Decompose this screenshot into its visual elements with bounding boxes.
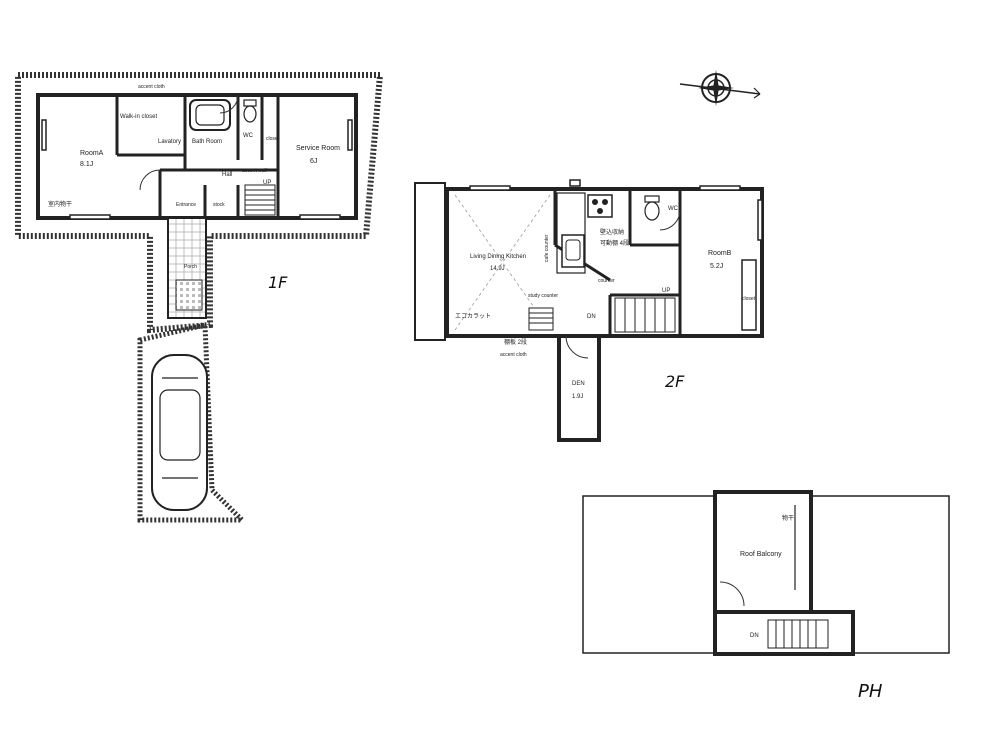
den-room	[557, 334, 601, 442]
toilet-icon	[243, 99, 257, 123]
toilet-icon	[644, 195, 660, 221]
floor-ph: Roof Balcony DN 物干 PH	[582, 490, 950, 702]
entrance-label: Entrance	[176, 202, 196, 208]
ldk-size: 14.9J	[490, 266, 505, 272]
room-a-size: 8.1J	[80, 161, 93, 168]
wc-2f-label: WC	[668, 206, 679, 212]
roof-balcony-label: Roof Balcony	[740, 551, 782, 558]
floor-2f: Living Dining Kitchen 14.9J cafe counter…	[414, 179, 764, 442]
cafe-counter-label: cafe counter	[544, 234, 550, 262]
stairs-ph	[767, 619, 829, 649]
walk-in-closet-label: Walk-in closet	[120, 114, 157, 120]
service-room-size: 6J	[310, 158, 317, 165]
dn-2f-label: DN	[587, 314, 596, 320]
porch-label: Porch	[184, 264, 197, 270]
porch-block	[175, 279, 203, 311]
bath-room-label: Bath Room	[192, 139, 222, 145]
den-label: DEN	[572, 381, 585, 387]
room-b-label: RoomB	[708, 250, 732, 257]
closet-1f-label: closet	[266, 136, 280, 142]
closet-2f-label: closet	[742, 296, 756, 302]
room-b-size: 5.2J	[710, 263, 723, 270]
bathtub-icon	[189, 99, 231, 131]
balcony-2f	[414, 182, 446, 341]
driveway	[137, 321, 249, 523]
wc-1f-label: WC	[243, 133, 254, 139]
stairs-1f	[244, 184, 276, 216]
accent-wall-label: accent wall	[242, 168, 267, 174]
accent-cloth-2f-label: accent cloth	[500, 352, 527, 358]
indoor-drying-label: 室内物干	[48, 200, 72, 208]
stove-icon	[587, 194, 613, 218]
car-icon	[151, 354, 208, 511]
accent-cloth-1f-label: accent cloth	[138, 84, 165, 90]
hall-label: Hall	[222, 172, 232, 178]
den-size: 1.9J	[572, 394, 583, 400]
room-a-label: RoomA	[80, 150, 104, 157]
floor-1f: RoomA 8.1J Walk-in closet Lavatory Bath …	[15, 72, 384, 523]
kitchen-counter	[556, 192, 586, 274]
dn-ph-label: DN	[750, 633, 759, 639]
sink-icon	[561, 234, 585, 268]
ldk-label: Living Dining Kitchen	[470, 254, 526, 260]
up-2f-label: UP	[662, 288, 670, 294]
stairs-2f	[528, 297, 676, 333]
drying-label: 物干	[782, 514, 794, 522]
lot-boundary-1f	[15, 72, 384, 334]
service-room-label: Service Room	[296, 145, 340, 152]
study-counter-label: study counter	[528, 293, 558, 299]
shelf-label: 棚板 2段	[504, 338, 527, 346]
storage-sub-label: 可動棚 4段	[600, 239, 629, 247]
lavatory-label: Lavatory	[158, 139, 181, 145]
compass-icon	[679, 70, 761, 106]
ecocarat-label: エコカラット	[455, 313, 491, 320]
stock-label: stock	[213, 202, 225, 208]
counter-label: counter	[598, 278, 615, 284]
floor-1f-title: 1F	[268, 273, 288, 292]
up-1f-label: UP	[263, 180, 271, 186]
storage-label: 壁込収納	[600, 228, 624, 236]
floor-2f-title: 2F	[665, 372, 685, 391]
floor-ph-title: PH	[858, 681, 883, 702]
